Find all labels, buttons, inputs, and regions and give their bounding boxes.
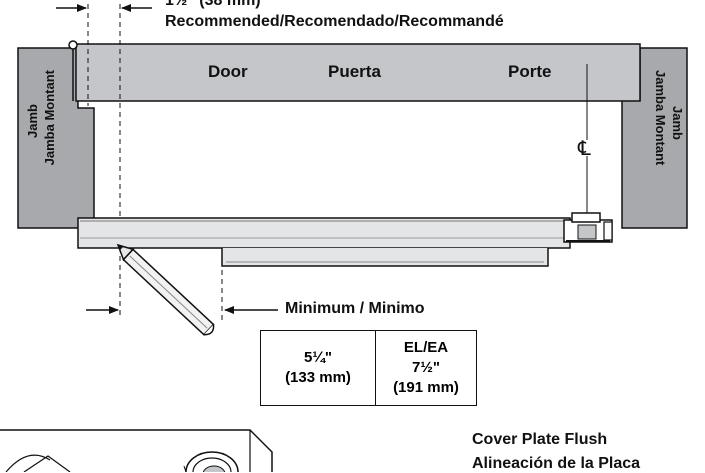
cover-plate-illustration <box>0 429 273 472</box>
cover-plate-label-es: Alineación de la Placa <box>472 455 641 472</box>
el-ea-label: EL/EA <box>403 339 449 356</box>
door-label-en: Door <box>208 62 248 81</box>
recommended-label: Recommended/Recomendado/Recommandé <box>165 13 504 30</box>
pencil-icon <box>116 243 215 336</box>
door-label-es: Puerta <box>328 62 381 81</box>
top-dimension-label: 1½" (38 mm) <box>165 0 261 9</box>
door <box>75 43 641 102</box>
right-jamb-label-2: Jamba Montant <box>653 70 668 166</box>
standard-dimension-inches: 5¼" <box>304 349 332 366</box>
left-jamb-label-2: Jamba Montant <box>42 70 57 166</box>
closer-cover <box>221 248 549 267</box>
right-jamb-label-1: Jamb <box>670 106 685 140</box>
minimum-label: Minimum / Minimo <box>285 300 425 317</box>
el-ea-dimension-mm: (191 mm) <box>393 379 459 396</box>
closer-body <box>77 217 571 249</box>
door-label-fr: Porte <box>508 62 552 81</box>
standard-dimension-cell: 5¼" (133 mm) <box>260 330 376 406</box>
left-jamb-label-1: Jamb <box>25 104 40 138</box>
arm-bracket <box>563 212 613 243</box>
cover-plate-label-en: Cover Plate Flush <box>472 431 608 448</box>
el-ea-dimension-cell: EL/EA 7½" (191 mm) <box>375 330 477 406</box>
el-ea-dimension-inches: 7½" <box>412 359 440 376</box>
dimension-table: 5¼" (133 mm) EL/EA 7½" (191 mm) <box>260 330 477 406</box>
centerline-symbol: ℄ <box>578 138 591 160</box>
standard-dimension-mm: (133 mm) <box>285 369 351 386</box>
hinge <box>68 40 78 50</box>
